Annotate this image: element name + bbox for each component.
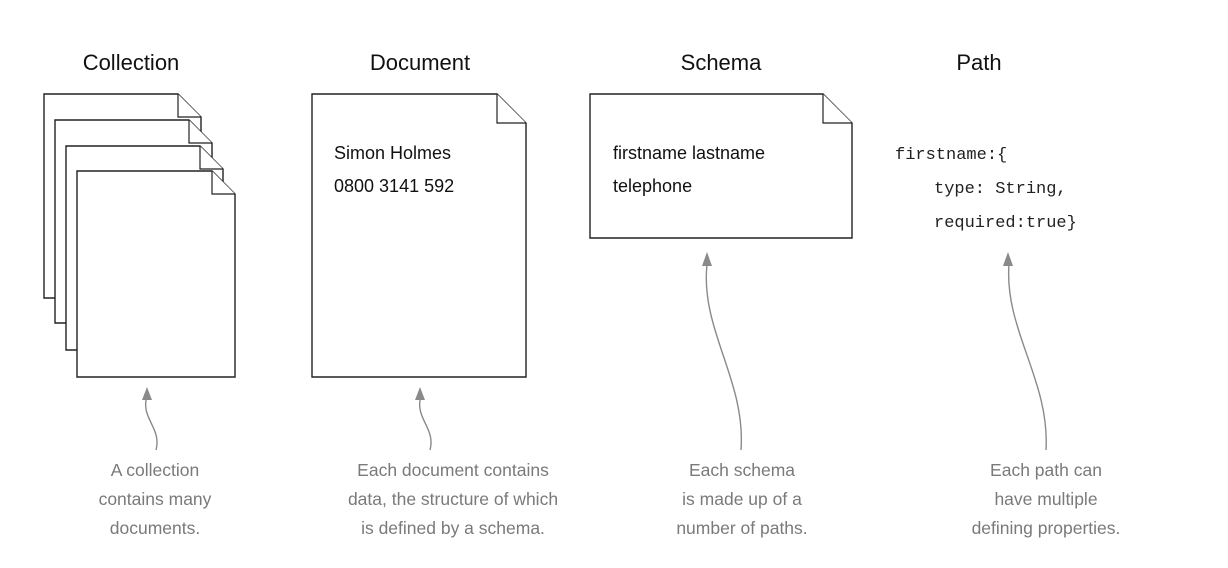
schema-fields-text: firstname lastname [613,143,765,163]
caption-line: Each schema [689,460,795,480]
caption-line: Each document contains [357,460,549,480]
caption-line: defining properties. [972,518,1121,538]
caption-line: Each path can [990,460,1102,480]
path-code-line-2: type: String, [934,180,1067,199]
caption-line: documents. [110,518,200,538]
caption-line: is made up of a [682,489,802,509]
collection-caption: A collection contains many documents. [99,460,212,538]
document-heading: Document [370,50,470,75]
schema-arrow [702,252,743,451]
stacked-document-icon [76,170,236,378]
schema-page-icon [589,93,853,239]
schema-caption: Each schema is made up of a number of pa… [676,460,807,538]
collection-stack-icon [43,93,236,378]
document-name-text: Simon Holmes [334,143,451,163]
path-code-line-3: required:true} [934,214,1077,233]
document-page-icon [311,93,527,378]
document-phone-text: 0800 3141 592 [334,176,454,196]
caption-line: have multiple [994,489,1097,509]
caption-line: data, the structure of which [348,489,558,509]
path-code-line: firstname:{ [895,146,1007,165]
path-heading: Path [956,50,1001,75]
schema-heading: Schema [681,50,762,75]
path-arrow [1003,252,1047,451]
caption-line: is defined by a schema. [361,518,545,538]
collection-heading: Collection [83,50,180,75]
document-arrow [415,387,432,451]
caption-line: number of paths. [676,518,807,538]
caption-line: A collection [111,460,200,480]
collection-arrow [142,387,158,451]
path-caption: Each path can have multiple defining pro… [972,460,1121,538]
document-caption: Each document contains data, the structu… [348,460,558,538]
schema-fields-text-2: telephone [613,176,692,196]
caption-line: contains many [99,489,212,509]
